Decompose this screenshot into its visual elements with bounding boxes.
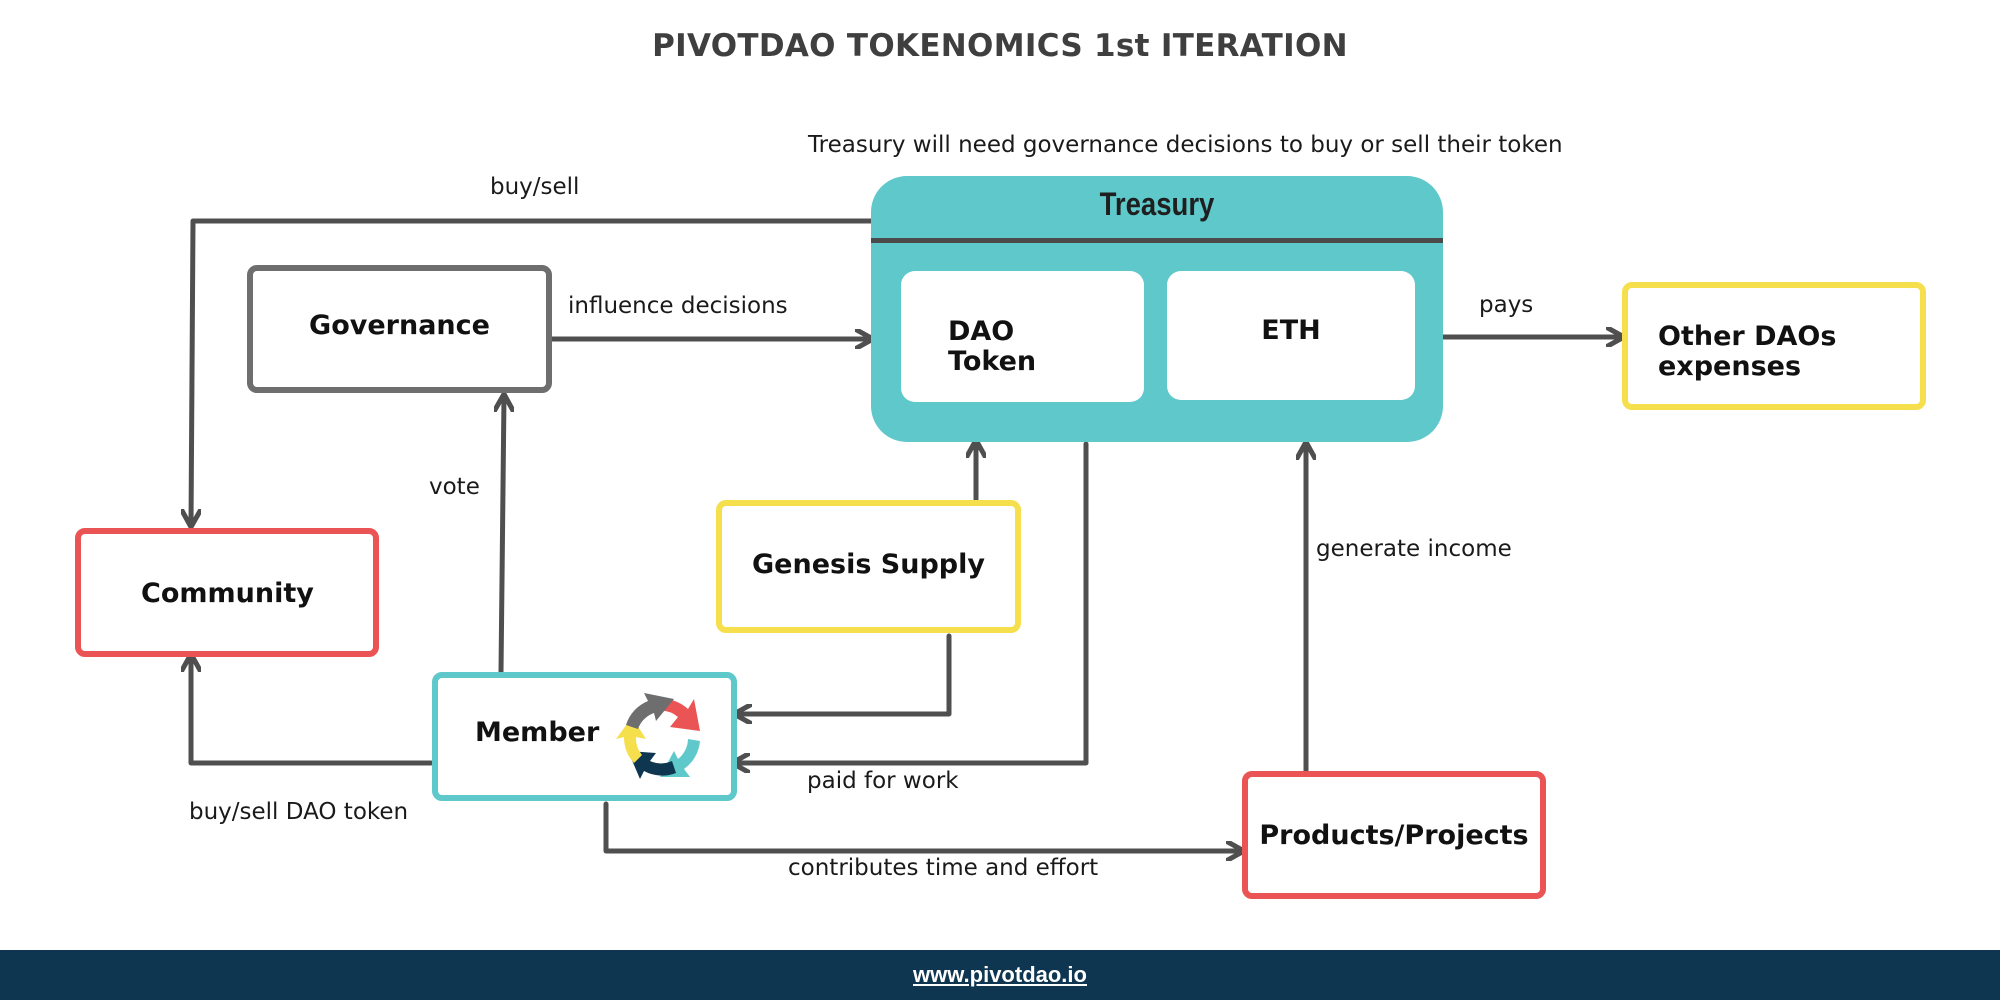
community-node: Community (75, 528, 379, 657)
dao-token-node: DAO Token (901, 271, 1144, 402)
arrow-treasury-to-community (191, 218, 874, 525)
arrow-member-to-governance (501, 396, 504, 675)
label-pays: pays (1479, 292, 1534, 318)
treasury-node: Treasury DAO Token ETH (871, 176, 1443, 442)
arrow-member-to-products (603, 801, 1242, 851)
governance-node: Governance (247, 265, 552, 393)
member-label: Member (475, 717, 600, 748)
page-title: PIVOTDAO TOKENOMICS 1st ITERATION (652, 28, 1348, 64)
treasury-divider (871, 238, 1443, 243)
cycle-arrows-icon (616, 693, 700, 779)
other-daos-expenses-label: Other DAOs expenses (1658, 321, 1837, 382)
governance-label: Governance (309, 310, 490, 341)
products-projects-node: Products/Projects (1242, 771, 1546, 899)
dao-token-label: DAO Token (948, 316, 1037, 377)
label-influence-decisions: influence decisions (568, 293, 788, 319)
eth-label: ETH (1261, 315, 1321, 346)
arrow-member-to-community (191, 656, 434, 766)
community-label: Community (141, 578, 314, 609)
arrow-treasury-to-member (734, 441, 1089, 763)
label-buy-sell: buy/sell (490, 174, 580, 200)
genesis-supply-node: Genesis Supply (716, 500, 1021, 633)
genesis-supply-label: Genesis Supply (752, 549, 985, 580)
footer-bar: www.pivotdao.io (0, 950, 2000, 1000)
label-contributes-time-effort: contributes time and effort (788, 855, 1099, 881)
treasury-title: Treasury (1099, 186, 1215, 222)
treasury-note: Treasury will need governance decisions … (808, 132, 1563, 158)
label-generate-income: generate income (1316, 536, 1512, 562)
products-projects-label: Products/Projects (1259, 820, 1529, 851)
label-vote: vote (429, 474, 480, 500)
member-node: Member (432, 672, 737, 801)
other-daos-expenses-node: Other DAOs expenses (1622, 282, 1926, 410)
website-link[interactable]: www.pivotdao.io (913, 962, 1087, 987)
label-buy-sell-dao-token: buy/sell DAO token (189, 799, 409, 825)
arrow-genesis-to-member (736, 633, 952, 714)
eth-node: ETH (1167, 271, 1415, 400)
label-paid-for-work: paid for work (807, 768, 959, 794)
